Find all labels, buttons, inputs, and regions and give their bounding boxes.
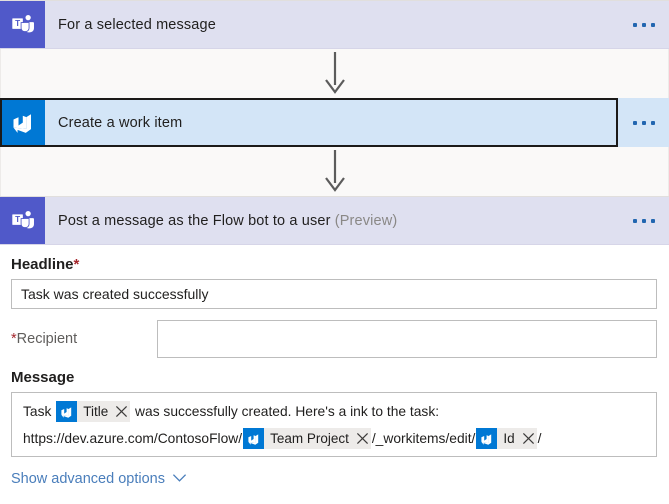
azure-devops-icon bbox=[243, 428, 265, 449]
flow-step-card-trigger[interactable]: T For a selected message bbox=[0, 0, 669, 49]
show-advanced-options-label: Show advanced options bbox=[11, 471, 165, 487]
more-commands-icon[interactable] bbox=[618, 196, 669, 245]
recipient-row: *Recipient bbox=[0, 320, 669, 358]
message-input[interactable]: Task Title bbox=[11, 392, 657, 457]
microsoft-teams-icon: T bbox=[0, 1, 45, 48]
svg-text:T: T bbox=[15, 215, 20, 224]
ellipsis-glyph bbox=[632, 218, 655, 223]
recipient-label: *Recipient bbox=[11, 331, 78, 347]
card-header-create-work-item[interactable]: Create a work item bbox=[0, 98, 618, 147]
remove-token-icon[interactable] bbox=[520, 428, 537, 449]
token-chip-id[interactable]: Id bbox=[476, 428, 537, 449]
arrow-down-icon bbox=[325, 52, 345, 94]
card-header-trigger[interactable]: T For a selected message bbox=[0, 0, 618, 49]
card-title-trigger: For a selected message bbox=[58, 16, 216, 33]
azure-devops-icon bbox=[476, 428, 498, 449]
arrow-down-icon bbox=[325, 150, 345, 192]
recipient-input[interactable] bbox=[157, 320, 657, 358]
connector-arrow-2 bbox=[0, 147, 669, 196]
remove-token-icon[interactable] bbox=[113, 401, 130, 422]
message-text-segment: https://dev.azure.com/ContosoFlow/ bbox=[23, 431, 243, 446]
required-asterisk: * bbox=[73, 256, 80, 273]
message-line-2: https://dev.azure.com/ContosoFlow/ Team … bbox=[12, 425, 656, 452]
message-line-1: Task Title bbox=[12, 398, 656, 425]
more-commands-icon[interactable] bbox=[618, 98, 669, 147]
card-title-post-message: Post a message as the Flow bot to a user… bbox=[58, 212, 398, 229]
connector-arrow-1 bbox=[0, 49, 669, 98]
token-chip-label: Id bbox=[503, 431, 515, 446]
flow-step-card-create-work-item[interactable]: Create a work item bbox=[0, 98, 669, 147]
required-asterisk: * bbox=[11, 331, 17, 347]
ellipsis-glyph bbox=[632, 22, 655, 27]
token-chip-label: Team Project bbox=[270, 431, 349, 446]
svg-text:T: T bbox=[15, 19, 20, 28]
remove-token-icon[interactable] bbox=[354, 428, 371, 449]
azure-devops-icon bbox=[2, 100, 45, 145]
token-chip-team-project[interactable]: Team Project bbox=[243, 428, 371, 449]
preview-tag: (Preview) bbox=[334, 212, 398, 229]
card-header-post-message[interactable]: T Post a message as the Flow bot to a us… bbox=[0, 196, 618, 245]
message-text-segment: / bbox=[537, 431, 542, 446]
microsoft-teams-icon: T bbox=[0, 197, 45, 244]
card-title-create-work-item: Create a work item bbox=[58, 114, 183, 131]
azure-devops-icon bbox=[56, 401, 78, 422]
message-text-segment: Task bbox=[23, 404, 56, 419]
token-chip-label: Title bbox=[83, 404, 109, 419]
show-advanced-options-button[interactable]: Show advanced options bbox=[0, 457, 669, 487]
chevron-down-icon bbox=[172, 471, 187, 487]
post-message-form: Headline* Task was created successfully … bbox=[0, 245, 669, 487]
headline-input[interactable]: Task was created successfully bbox=[11, 279, 657, 309]
headline-label: Headline* bbox=[11, 256, 80, 273]
token-chip-title[interactable]: Title bbox=[56, 401, 131, 422]
message-text-segment: /_workitems/edit/ bbox=[371, 431, 476, 446]
more-commands-icon[interactable] bbox=[618, 0, 669, 49]
flow-step-card-post-message[interactable]: T Post a message as the Flow bot to a us… bbox=[0, 196, 669, 245]
ellipsis-glyph bbox=[632, 120, 655, 125]
message-label: Message bbox=[11, 369, 75, 386]
message-text-segment: was successfully created. Here's a ink t… bbox=[131, 404, 440, 419]
